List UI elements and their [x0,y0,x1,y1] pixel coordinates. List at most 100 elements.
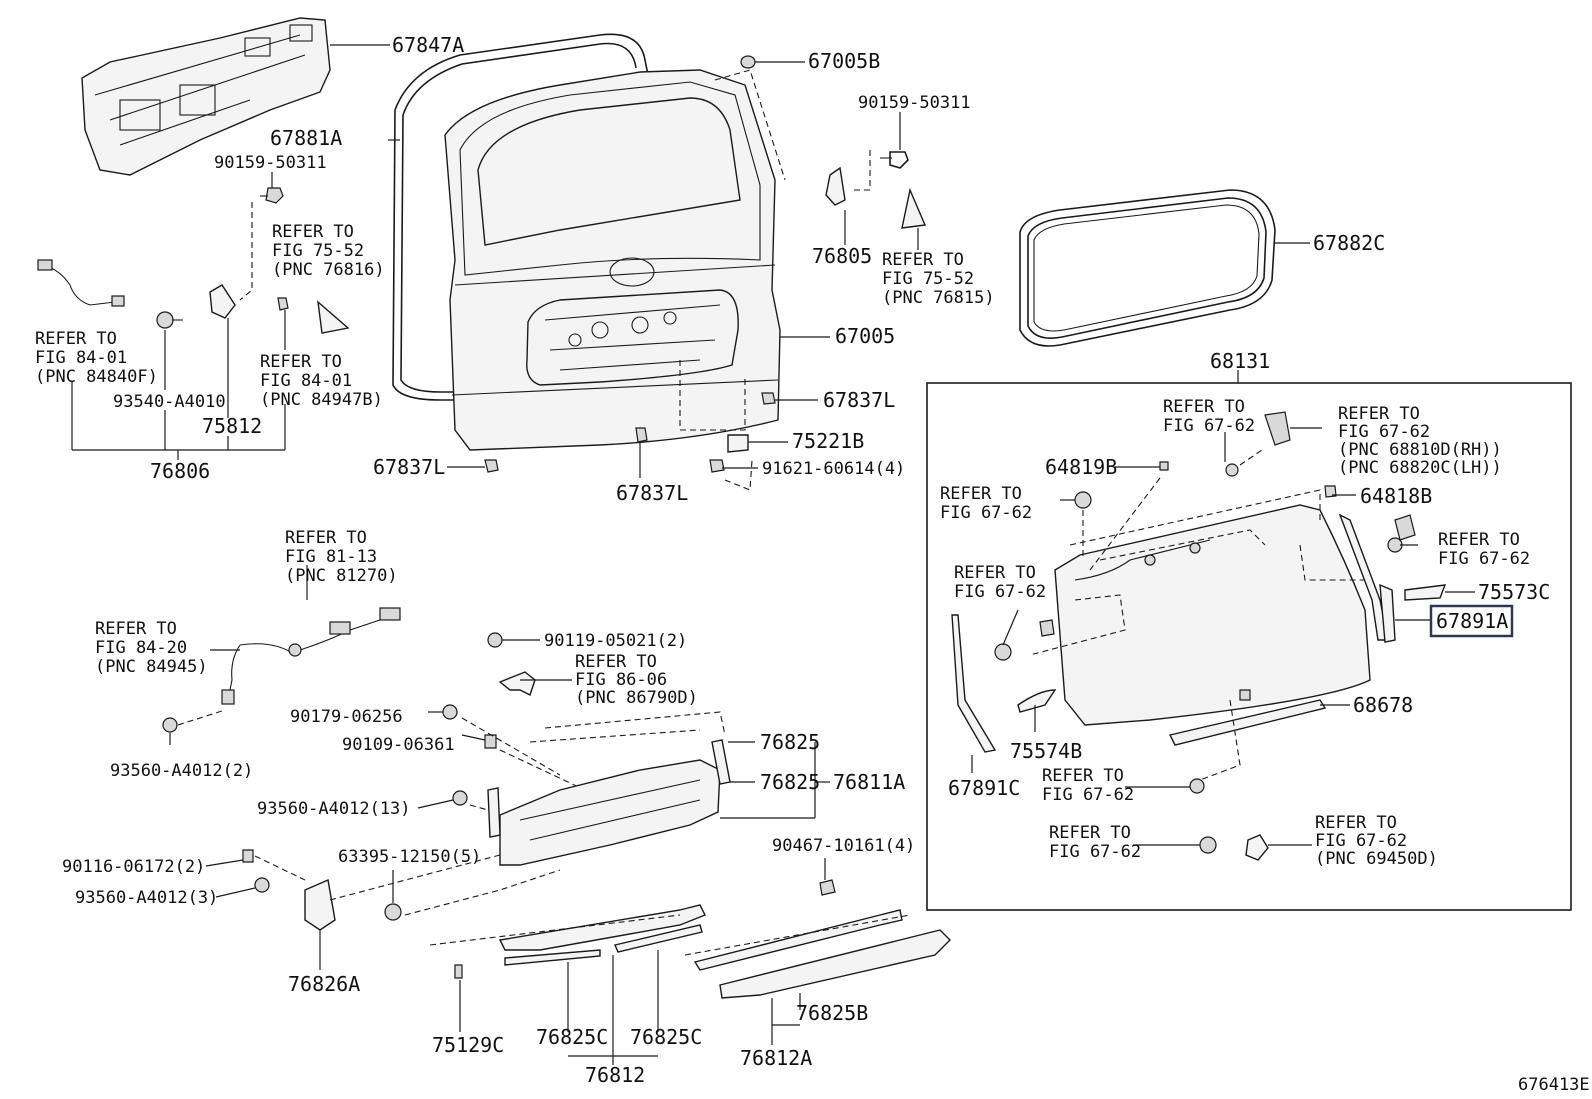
label-90119-05021[interactable]: 90119-05021(2) [544,631,687,651]
ref-fig-84-01-b-line2[interactable]: FIG 84-01 [260,371,352,391]
ref-fig-86-06-line3[interactable]: (PNC 86790D) [575,688,698,708]
glass-assembly-box-68131 [926,382,1572,911]
label-76806[interactable]: 76806 [150,459,210,483]
label-76825C-left[interactable]: 76825C [536,1025,608,1049]
label-75221B[interactable]: 75221B [792,429,864,453]
ref-fig-84-01-b-line3[interactable]: (PNC 84947B) [260,390,383,410]
ref-fig-84-20-line3[interactable]: (PNC 84945) [95,657,208,677]
ref-fig-67-62-pnc-line1[interactable]: REFER TO [1338,404,1420,424]
ref-fig-67-62-d-line2[interactable]: FIG 67-62 [1042,785,1134,805]
ref-fig-67-62-pnc-line3[interactable]: (PNC 68810D(RH)) [1338,440,1502,460]
ref-fig-75-52-a-line3[interactable]: (PNC 76816) [272,260,385,280]
label-93540-A4010[interactable]: 93540-A4010 [113,392,226,412]
ref-fig-75-52-b-line3[interactable]: (PNC 76815) [882,288,995,308]
ref-fig-86-06-line2[interactable]: FIG 86-06 [575,670,667,690]
highlight-box-67891A [1429,604,1514,638]
label-68678[interactable]: 68678 [1353,693,1413,717]
label-75129C[interactable]: 75129C [432,1033,504,1057]
moldings-76812 [429,879,951,999]
label-75812[interactable]: 75812 [202,414,262,438]
label-67891C[interactable]: 67891C [948,776,1020,800]
label-64819B[interactable]: 64819B [1045,455,1117,479]
clips-67837L [484,392,776,491]
ref-fig-84-20-line2[interactable]: FIG 84-20 [95,638,187,658]
ref-fig-67-62-pnc-line4[interactable]: (PNC 68820C(LH)) [1338,458,1502,478]
ref-fig-67-62-c-line1[interactable]: REFER TO [954,563,1036,583]
label-67847A[interactable]: 67847A [392,33,464,57]
ref-fig-81-13-line3[interactable]: (PNC 81270) [285,566,398,586]
label-75574B[interactable]: 75574B [1010,739,1082,763]
label-90159-50311-right[interactable]: 90159-50311 [858,93,971,113]
label-93560-A4012-2[interactable]: 93560-A4012(2) [110,761,253,781]
label-76805[interactable]: 76805 [812,244,872,268]
ref-fig-75-52-a-line1[interactable]: REFER TO [272,222,354,242]
wiring-harness-84945 [162,607,401,733]
ref-fig-67-62-a-line1[interactable]: REFER TO [940,484,1022,504]
clip-67005B [740,55,756,69]
ref-fig-67-62-hinge-line1[interactable]: REFER TO [1163,397,1245,417]
ref-fig-67-62-f-line3[interactable]: (PNC 69450D) [1315,849,1438,869]
ref-fig-67-62-e-line1[interactable]: REFER TO [1049,823,1131,843]
label-63395-12150[interactable]: 63395-12150(5) [338,847,481,867]
ref-fig-75-52-a-line2[interactable]: FIG 75-52 [272,241,364,261]
ref-fig-84-01-a-line3[interactable]: (PNC 84840F) [35,367,158,387]
leader-lines [71,44,1475,1065]
label-76811A[interactable]: 76811A [833,770,905,794]
ref-fig-75-52-b-line1[interactable]: REFER TO [882,250,964,270]
ref-fig-67-62-a-line2[interactable]: FIG 67-62 [940,503,1032,523]
label-76825-a[interactable]: 76825 [760,730,820,754]
ref-fig-67-62-f-line2[interactable]: FIG 67-62 [1315,831,1407,851]
ref-fig-67-62-b-line1[interactable]: REFER TO [1438,530,1520,550]
insulator-panel-67847A [81,17,331,176]
ref-fig-81-13-line2[interactable]: FIG 81-13 [285,547,377,567]
wiring-harness-84840F [37,259,125,307]
ref-fig-67-62-e-line2[interactable]: FIG 67-62 [1049,842,1141,862]
label-90179-06256[interactable]: 90179-06256 [290,707,403,727]
ref-fig-81-13-line1[interactable]: REFER TO [285,528,367,548]
label-90159-50311-left[interactable]: 90159-50311 [214,153,327,173]
bracket-75812 [156,187,350,334]
ref-fig-67-62-c-line2[interactable]: FIG 67-62 [954,582,1046,602]
label-90467-10161[interactable]: 90467-10161(4) [772,836,915,856]
label-76812A[interactable]: 76812A [740,1046,812,1070]
ref-fig-86-06-line1[interactable]: REFER TO [575,652,657,672]
ref-fig-67-62-pnc-line2[interactable]: FIG 67-62 [1338,422,1430,442]
weatherstrip-67881A [392,33,649,401]
label-67837L-right[interactable]: 67837L [823,388,895,412]
ref-fig-67-62-b-line2[interactable]: FIG 67-62 [1438,549,1530,569]
label-93560-A4012-13[interactable]: 93560-A4012(13) [257,799,411,819]
ref-fig-84-01-a-line1[interactable]: REFER TO [35,329,117,349]
ref-fig-84-01-b-line1[interactable]: REFER TO [260,352,342,372]
ref-fig-84-01-a-line2[interactable]: FIG 84-01 [35,348,127,368]
label-90116-06172[interactable]: 90116-06172(2) [62,857,205,877]
label-75573C[interactable]: 75573C [1478,580,1550,604]
label-90109-06361[interactable]: 90109-06361 [342,735,455,755]
ref-fig-67-62-f-line1[interactable]: REFER TO [1315,813,1397,833]
label-67891A[interactable]: 67891A [1436,609,1508,633]
ref-fig-67-62-hinge-line2[interactable]: FIG 67-62 [1163,416,1255,436]
ref-fig-67-62-d-line1[interactable]: REFER TO [1042,766,1124,786]
back-window-glass [951,411,1447,861]
label-76826A[interactable]: 76826A [288,972,360,996]
label-76825-b[interactable]: 76825 [760,770,820,794]
ref-fig-84-20-line1[interactable]: REFER TO [95,619,177,639]
garnish-76811A [442,632,731,866]
bracket-76826A [242,849,561,931]
label-68131[interactable]: 68131 [1210,349,1270,373]
label-64818B[interactable]: 64818B [1360,484,1432,508]
label-76825C-right[interactable]: 76825C [630,1025,702,1049]
label-91621-60614[interactable]: 91621-60614(4) [762,459,905,479]
ref-fig-75-52-b-line2[interactable]: FIG 75-52 [882,269,974,289]
label-67837L-center[interactable]: 67837L [616,481,688,505]
label-67881A[interactable]: 67881A [270,126,342,150]
label-67837L-left[interactable]: 67837L [373,455,445,479]
label-76825B[interactable]: 76825B [796,1001,868,1025]
diagram-id: 676413E [1518,1075,1590,1095]
label-67005[interactable]: 67005 [835,324,895,348]
label-67005B[interactable]: 67005B [808,49,880,73]
label-76812[interactable]: 76812 [585,1063,645,1087]
label-93560-A4012-3[interactable]: 93560-A4012(3) [75,888,218,908]
label-67882C[interactable]: 67882C [1313,231,1385,255]
